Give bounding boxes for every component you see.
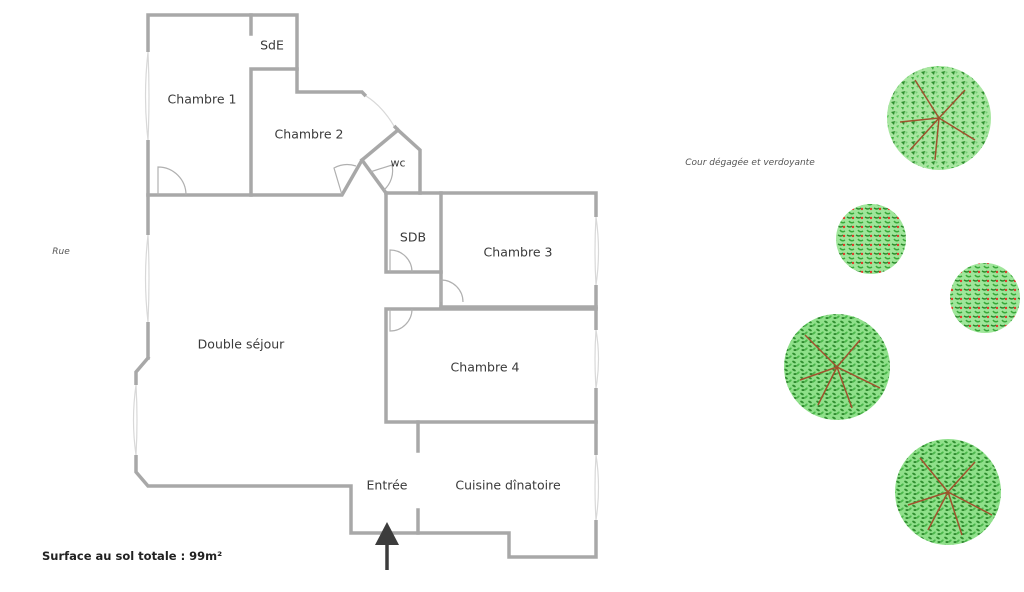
tree-5-icon (895, 439, 1001, 545)
room-label-sdb: SDB (399, 229, 427, 245)
room-label-double-sejour: Double séjour (197, 336, 285, 352)
windows (132, 51, 600, 521)
total-surface-label: Surface au sol totale : 99m² (42, 549, 223, 563)
tree-3-icon (950, 263, 1020, 333)
doors (157, 164, 464, 332)
room-label-sde: SdE (260, 37, 284, 53)
room-label-chambre-3: Chambre 3 (483, 244, 553, 260)
courtyard-label: Cour dégagée et verdoyante (685, 158, 815, 168)
room-label-cuisine: Cuisine dînatoire (455, 477, 561, 493)
room-label-wc: wc (390, 156, 406, 170)
tree-2-icon (836, 204, 906, 274)
room-label-chambre-1: Chambre 1 (167, 91, 237, 107)
room-label-entree: Entrée (366, 477, 408, 493)
room-label-chambre-4: Chambre 4 (450, 359, 520, 375)
tree-1-icon (887, 66, 991, 170)
street-label: Rue (52, 247, 70, 257)
tree-4-icon (784, 314, 890, 420)
entrance-arrow-icon (375, 522, 399, 570)
room-label-chambre-2: Chambre 2 (274, 126, 344, 142)
